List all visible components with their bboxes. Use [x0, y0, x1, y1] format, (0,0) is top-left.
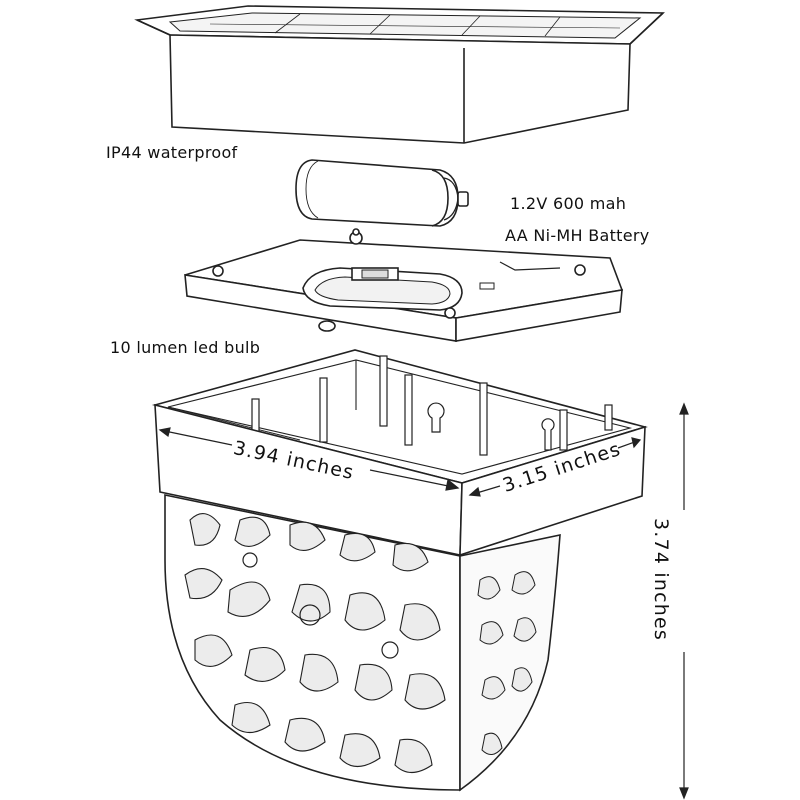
led-bulb-label: 10 lumen led bulb — [110, 338, 261, 357]
dimension-lines — [158, 402, 689, 800]
battery — [295, 159, 469, 227]
housing — [151, 349, 648, 792]
height-dimension-label: 3.74 inches — [650, 518, 672, 641]
solar-panel — [134, 5, 665, 144]
led-plate — [184, 228, 624, 342]
battery-type-label: AA Ni-MH Battery — [505, 226, 650, 245]
battery-voltage-label: 1.2V 600 mah — [510, 194, 627, 213]
waterproof-label: IP44 waterproof — [106, 143, 238, 162]
